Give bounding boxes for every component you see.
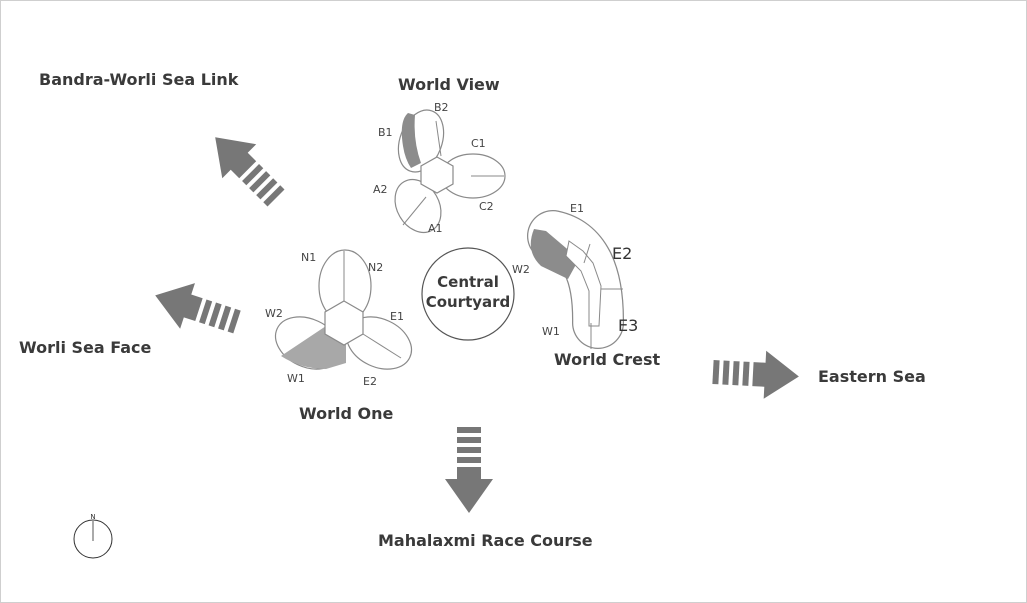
unit-b1: B1	[378, 126, 393, 139]
unit-c1: C1	[471, 137, 486, 150]
unit-n2: N2	[368, 261, 383, 274]
label-worli-sea-face: Worli Sea Face	[19, 338, 152, 357]
arrow-eastern-sea	[711, 348, 801, 401]
north-compass-icon: N	[73, 513, 113, 559]
central-label-2: Courtyard	[426, 293, 511, 311]
unit-c2: C2	[479, 200, 494, 213]
label-bandra-worli: Bandra-Worli Sea Link	[39, 70, 239, 89]
unit-w1: W1	[542, 325, 560, 338]
unit-e3: E3	[618, 316, 638, 335]
unit-w1: W1	[287, 372, 305, 385]
unit-w2: W2	[512, 263, 530, 276]
label-world-one: World One	[299, 404, 393, 423]
unit-b2: B2	[434, 101, 449, 114]
compass-n-label: N	[90, 513, 95, 521]
tower-world-view: B2 B1 C1 A2 C2 A1	[373, 101, 506, 235]
central-label-1: Central	[437, 273, 499, 291]
tower-world-crest: E1 E2 W2 E3 W1	[512, 202, 638, 349]
label-mahalaxmi: Mahalaxmi Race Course	[378, 531, 593, 550]
unit-w2: W2	[265, 307, 283, 320]
unit-e2: E2	[363, 375, 377, 388]
unit-e2: E2	[612, 244, 632, 263]
unit-n1: N1	[301, 251, 316, 264]
label-world-crest: World Crest	[554, 350, 660, 369]
unit-a1: A1	[428, 222, 443, 235]
unit-e1: E1	[390, 310, 404, 323]
central-courtyard	[421, 247, 515, 341]
arrow-mahalaxmi	[445, 427, 493, 513]
label-eastern-sea: Eastern Sea	[818, 367, 926, 386]
arrow-bandra-worli	[198, 120, 293, 215]
unit-a2: A2	[373, 183, 388, 196]
tower-world-one: N1 N2 W2 E1 W1 E2	[265, 249, 413, 388]
label-world-view: World View	[398, 75, 500, 94]
unit-e1: E1	[570, 202, 584, 215]
arrow-worli-sea-face	[147, 272, 245, 345]
